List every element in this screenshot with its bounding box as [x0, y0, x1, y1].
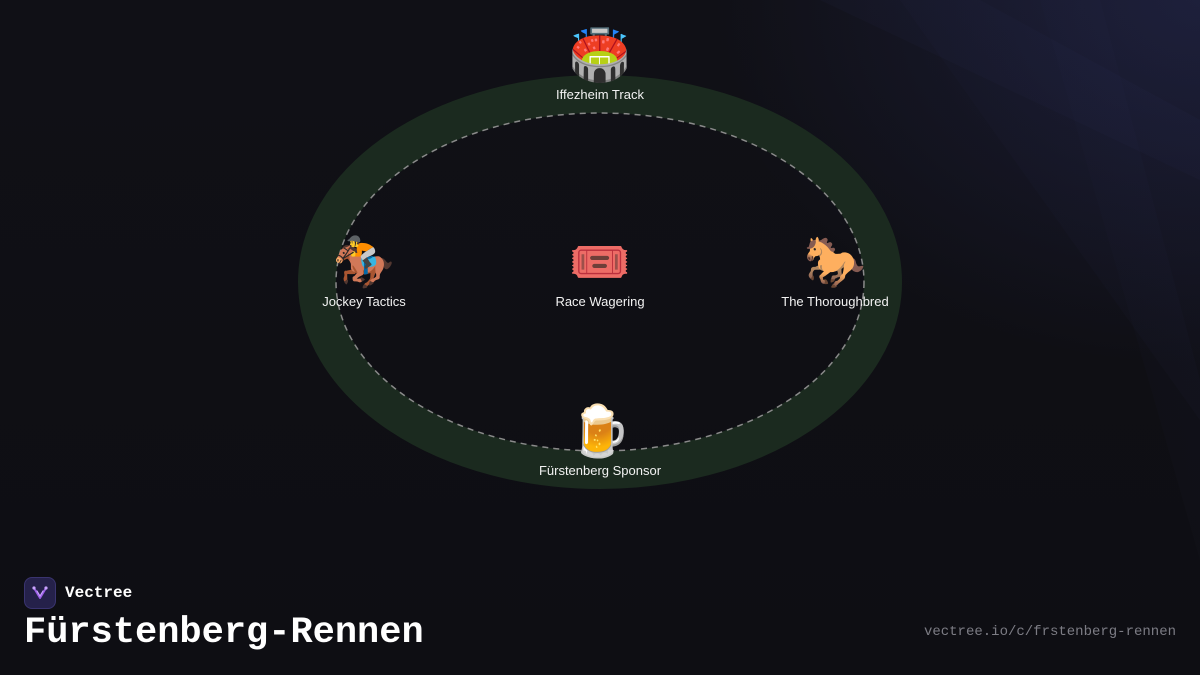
node-label: The Thoroughbred	[781, 294, 889, 309]
brand-name: Vectree	[65, 584, 133, 602]
node-label: Jockey Tactics	[322, 294, 406, 309]
ticket-icon: 🎟️	[568, 233, 632, 291]
node-the-thoroughbred[interactable]: 🐎 The Thoroughbred	[725, 232, 945, 309]
brand[interactable]: Vectree	[24, 577, 132, 609]
node-jockey-tactics[interactable]: 🏇 Jockey Tactics	[254, 232, 474, 309]
track-inner-rail	[335, 112, 865, 452]
page-title: Fürstenberg-Rennen	[24, 612, 424, 654]
node-label: Iffezheim Track	[556, 87, 644, 102]
vectree-logo-icon	[24, 577, 56, 609]
node-label: Race Wagering	[555, 294, 645, 309]
node-race-wagering[interactable]: 🎟️ Race Wagering	[490, 232, 710, 309]
node-iffezheim-track[interactable]: 🏟️ Iffezheim Track	[490, 25, 710, 102]
page-url[interactable]: vectree.io/c/frstenberg-rennen	[923, 624, 1176, 640]
beer-mug-icon: 🍺	[568, 402, 632, 460]
track-surface	[298, 75, 902, 489]
node-label: Fürstenberg Sponsor	[538, 463, 662, 478]
horse-racing-icon: 🏇	[332, 233, 396, 291]
stadium-icon: 🏟️	[568, 26, 632, 84]
horse-icon: 🐎	[803, 233, 867, 291]
node-furstenberg-sponsor[interactable]: 🍺 Fürstenberg Sponsor	[490, 401, 710, 478]
